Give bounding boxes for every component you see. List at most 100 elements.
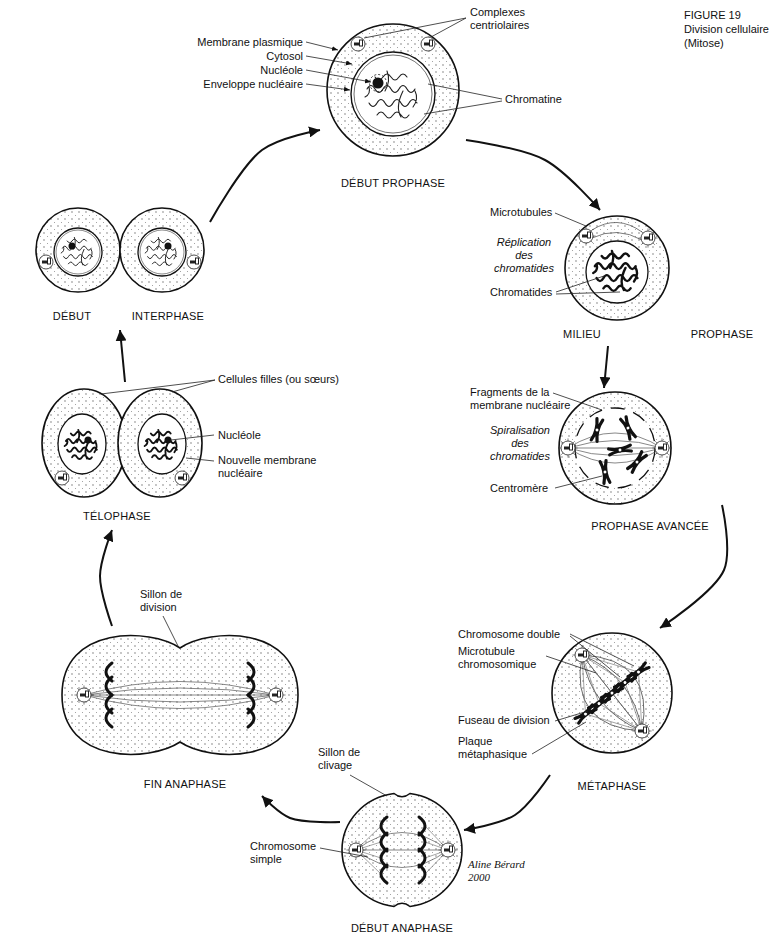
telophase-cells: [58, 414, 106, 474]
part-label: Nucléole: [218, 429, 278, 442]
mid-prophase-cell: [592, 222, 642, 240]
part-label: Fuseau de division: [458, 714, 558, 727]
late-prophase-cell: [652, 438, 671, 457]
late-anaphase-cell: [106, 677, 112, 695]
part-label: Chromosome double: [458, 628, 568, 641]
leader-line: [186, 458, 214, 461]
figure-title: FIGURE 19 Division cellulaire (Mitose): [684, 8, 774, 50]
early-anaphase-cell: [419, 865, 425, 883]
leader-line: [101, 18, 634, 857]
leader-line: [555, 213, 586, 226]
early-prophase-cell: [373, 78, 384, 89]
leader-line: [350, 775, 387, 796]
telophase-cells: [42, 389, 202, 497]
stage-cell: MILIEUPROPHASE: [556, 210, 762, 346]
early-prophase-cell: [370, 75, 387, 92]
stage-cell: PROPHASE AVANCÉE: [556, 388, 722, 540]
part-label: Chromatine: [505, 93, 575, 106]
early-anaphase-cell: [441, 843, 455, 857]
part-label: Cellules filles (ou sœurs): [218, 373, 358, 386]
early-prophase-cell: [421, 37, 435, 51]
telophase-cells: [175, 471, 189, 485]
metaphase-cell: [635, 724, 649, 738]
process-note: Réplication des chromatides: [488, 236, 560, 275]
interphase-cells: [36, 208, 120, 292]
leader-line: [570, 634, 634, 677]
leader-line: [163, 616, 179, 648]
late-anaphase-cell: [248, 709, 254, 727]
late-anaphase-cell: [62, 636, 298, 755]
leader-line: [364, 18, 466, 38]
stage-cell: FIN ANAPHASE: [58, 626, 302, 796]
early-prophase-cell: [365, 71, 417, 118]
late-anaphase-cell: [106, 709, 112, 727]
part-label: Fragments de la membrane nucléaire: [470, 386, 574, 412]
part-label: Sillon de division: [140, 588, 190, 614]
stage-arrow: [210, 130, 320, 222]
interphase-cells: [187, 255, 201, 269]
late-prophase-cell: [558, 438, 577, 457]
stage-name: DÉBUT: [53, 310, 91, 323]
leader-line: [306, 70, 371, 82]
interphase-cells: [145, 237, 176, 265]
stage-name: DÉBUT PROPHASE: [341, 177, 445, 190]
leader-line: [171, 435, 214, 440]
late-prophase-cell: [628, 452, 647, 473]
metaphase-cell: [552, 633, 672, 753]
leader-line: [555, 711, 588, 721]
interphase-cells: [138, 228, 186, 276]
part-label: Microtubule chromosomique: [458, 645, 542, 671]
interphase-cells: [36, 208, 204, 292]
late-prophase-cell: [561, 441, 575, 455]
mid-prophase-cell: [641, 231, 655, 245]
early-anaphase-cell: [356, 833, 448, 868]
stage-arrow: [120, 330, 125, 382]
late-prophase-cell: [609, 445, 632, 455]
stage-cell: DÉBUT ANAPHASE: [340, 788, 464, 940]
part-label: Sillon de clivage: [318, 746, 374, 772]
part-label: Cytosol: [191, 50, 303, 63]
early-anaphase-cell: [346, 840, 365, 859]
metaphase-cell: [582, 655, 642, 731]
late-prophase-cell: [558, 392, 671, 504]
part-label: Membrane plasmique: [191, 36, 303, 49]
stage-name: PROPHASE AVANCÉE: [591, 520, 709, 533]
telophase-cells: [145, 430, 177, 459]
metaphase-cell: [572, 645, 591, 664]
part-label: Enveloppe nucléaire: [191, 78, 303, 91]
stage-cell: MÉTAPHASE: [550, 628, 675, 798]
early-anaphase-cell: [342, 794, 462, 907]
early-anaphase-cell: [381, 865, 387, 883]
stage-name: INTERPHASE: [132, 310, 204, 323]
telophase-cells: [138, 414, 186, 474]
leader-line: [101, 380, 215, 394]
late-anaphase-cell: [62, 636, 298, 755]
early-anaphase-cell: [342, 794, 462, 907]
leader-line: [556, 276, 620, 294]
leader-line: [532, 722, 586, 754]
stage-cell: DÉBUT INTERPHASE: [32, 200, 210, 330]
part-label: Centromère: [490, 482, 554, 495]
part-label: Complexes centriolaires: [470, 6, 550, 32]
late-prophase-cell: [559, 392, 671, 504]
late-anaphase-cell: [74, 685, 93, 704]
stage-cell: DÉBUT PROPHASE: [320, 20, 466, 198]
leader-line: [306, 84, 350, 90]
telophase-cells: [165, 437, 172, 444]
metaphase-cell: [632, 721, 651, 740]
late-anaphase-cell: [77, 688, 91, 702]
mid-prophase-cell: [565, 216, 669, 320]
stage-arrow: [100, 530, 112, 626]
late-anaphase-cell: [266, 685, 285, 704]
mid-prophase-cell: [593, 251, 637, 291]
early-prophase-cell: [351, 52, 435, 136]
late-prophase-cell: [621, 417, 636, 439]
stage-name: TÉLOPHASE: [83, 510, 151, 523]
stage-name: PROPHASE: [691, 328, 754, 341]
leader-line: [320, 848, 368, 857]
mid-prophase-cell: [638, 228, 657, 247]
stage-cell: TÉLOPHASE: [40, 382, 204, 530]
stage-arrow: [262, 796, 340, 822]
telophase-cells: [118, 389, 202, 497]
